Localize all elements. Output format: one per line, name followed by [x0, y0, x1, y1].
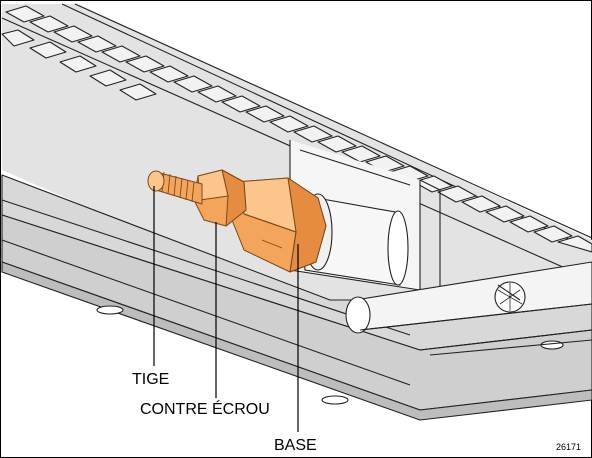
figure-number: 26171 [556, 442, 581, 452]
leader-lines [153, 186, 299, 432]
boss-cylinder [299, 193, 409, 286]
grille-teeth [5, 5, 592, 253]
label-base: BASE [274, 437, 317, 454]
label-tige: TIGE [132, 371, 169, 388]
hinge [345, 261, 592, 334]
grille-teeth-lower [1, 29, 157, 101]
orange-assembly [147, 169, 327, 273]
label-contre-ecrou: CONTRE ÉCROU [140, 399, 270, 418]
